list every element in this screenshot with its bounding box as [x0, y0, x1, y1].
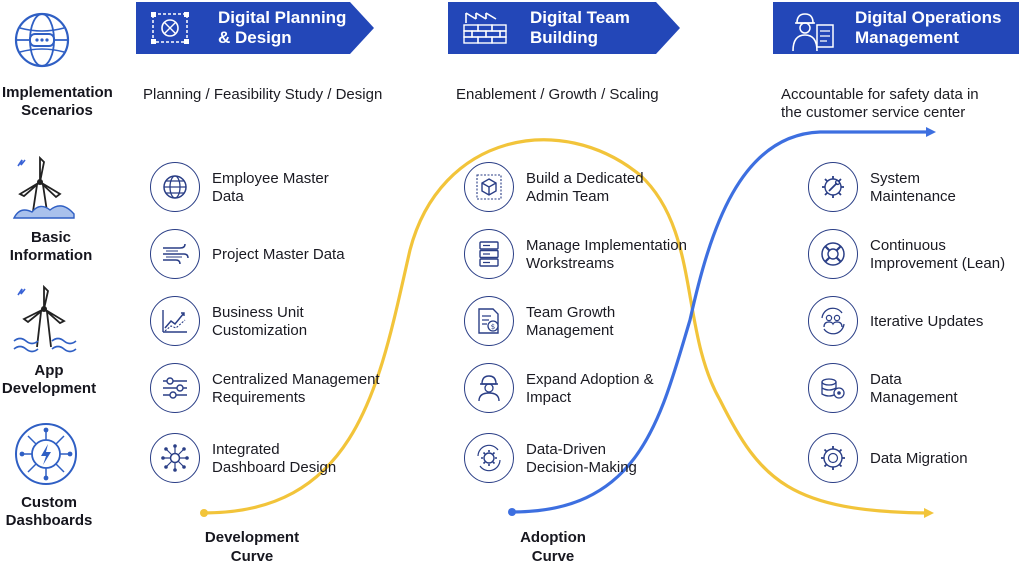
- adoption-curve-line: [511, 127, 936, 514]
- left-label-basic-information: Basic Information: [9, 229, 93, 264]
- trend-chart-icon: [150, 296, 200, 346]
- item-label: Employee Master Data: [212, 170, 329, 205]
- list-item: Continuous Improvement (Lean): [808, 229, 1024, 281]
- wind-turbine-wave-icon: [10, 284, 80, 353]
- left-label-custom-dashboards: Custom Dashboards: [5, 494, 93, 529]
- globe-chip-icon: [6, 8, 76, 72]
- list-item: Data Migration: [808, 433, 1024, 485]
- phase-banner-operations: Digital Operations Management: [773, 2, 1019, 54]
- gear-cycle-icon: [464, 433, 514, 483]
- worker-icon: [464, 363, 514, 413]
- list-item: Data Management: [808, 363, 1024, 415]
- list-item: Manage Implementation Workstreams: [464, 229, 714, 281]
- adoption-curve-label: Adoption Curve: [520, 529, 586, 565]
- blueprint-frame-icon: [150, 11, 190, 45]
- document-dollar-icon: $: [464, 296, 514, 346]
- development-curve-start: [200, 509, 208, 517]
- item-label: Project Master Data: [212, 246, 345, 263]
- item-label: Build a Dedicated Admin Team: [526, 170, 644, 205]
- list-item: Business Unit Customization: [150, 296, 400, 348]
- svg-text:$: $: [491, 323, 495, 331]
- phase-title-operations: Digital Operations Management: [855, 8, 1002, 47]
- phase-subtitle-planning: Planning / Feasibility Study / Design: [143, 86, 383, 103]
- list-item: Integrated Dashboard Design: [150, 433, 400, 485]
- item-label: Data Migration: [870, 450, 968, 467]
- phase-banner-planning: Digital Planning & Design: [136, 2, 374, 54]
- gear-wrench-icon: [808, 162, 858, 212]
- list-item: Expand Adoption & Impact: [464, 363, 714, 415]
- phase-title-planning: Digital Planning & Design: [218, 8, 347, 47]
- list-item: Build a Dedicated Admin Team: [464, 162, 714, 214]
- circuit-lightning-icon: [12, 420, 82, 485]
- item-label: Manage Implementation Workstreams: [526, 237, 687, 272]
- brick-wall-crane-icon: [462, 11, 507, 45]
- item-label: Integrated Dashboard Design: [212, 441, 337, 476]
- list-item: Employee Master Data: [150, 162, 400, 214]
- globe-icon: [150, 162, 200, 212]
- list-item: Iterative Updates: [808, 296, 1024, 348]
- left-label-app-development: App Development: [1, 362, 97, 397]
- development-curve-label: Development Curve: [204, 529, 300, 565]
- engineer-clipboard-icon: [787, 11, 834, 52]
- phase-subtitle-team: Enablement / Growth / Scaling: [456, 86, 659, 103]
- item-label: Data Management: [870, 371, 958, 406]
- adoption-curve-start: [508, 508, 516, 516]
- team-cycle-icon: [808, 296, 858, 346]
- phase-title-team: Digital Team Building: [530, 8, 630, 47]
- sliders-icon: [150, 363, 200, 413]
- wind-lines-icon: [150, 229, 200, 279]
- item-label: Business Unit Customization: [212, 304, 308, 339]
- cube-frame-icon: [464, 162, 514, 212]
- item-label: Data-Driven Decision-Making: [526, 441, 637, 476]
- wind-turbine-icon: [10, 152, 80, 219]
- development-curve-line: [203, 138, 934, 518]
- item-label: Expand Adoption & Impact: [526, 371, 654, 406]
- list-item: Project Master Data: [150, 229, 400, 281]
- network-hub-icon: [150, 433, 200, 483]
- list-item: Centralized Management Requirements: [150, 363, 400, 415]
- lifebuoy-icon: [808, 229, 858, 279]
- item-label: Centralized Management Requirements: [212, 371, 380, 406]
- list-item: Data-Driven Decision-Making: [464, 433, 714, 485]
- phase-banner-team: Digital Team Building: [448, 2, 680, 54]
- item-label: Iterative Updates: [870, 313, 984, 330]
- list-item: System Maintenance: [808, 162, 1024, 214]
- server-stack-icon: [464, 229, 514, 279]
- item-label: System Maintenance: [870, 170, 956, 205]
- item-label: Team Growth Management: [526, 304, 616, 339]
- item-label: Continuous Improvement (Lean): [870, 237, 1006, 272]
- left-label-implementation-scenarios: Implementation Scenarios: [2, 84, 113, 119]
- gear-coin-icon: [808, 433, 858, 483]
- list-item: $ Team Growth Management: [464, 296, 714, 348]
- phase-subtitle-operations: Accountable for safety data in the custo…: [781, 86, 979, 121]
- gear-database-icon: [808, 363, 858, 413]
